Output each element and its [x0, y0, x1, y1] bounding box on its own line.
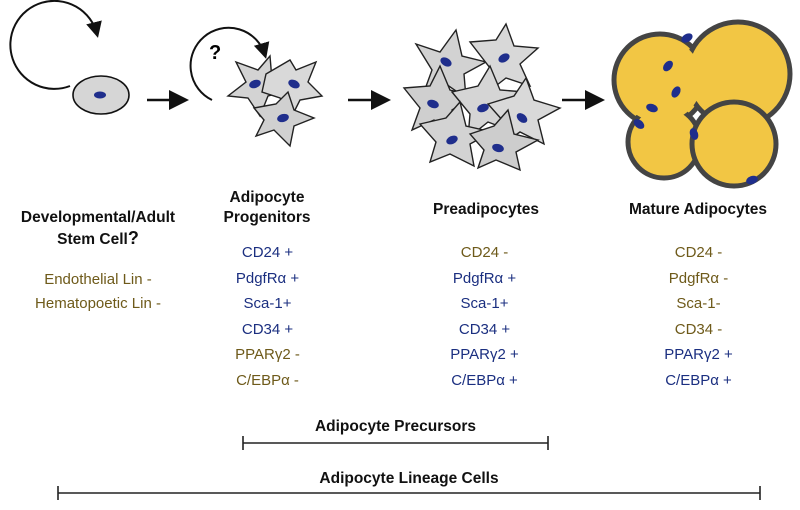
progenitor-cell [261, 59, 324, 118]
progenitor-question-mark: ? [209, 42, 222, 64]
progenitor-nucleus [277, 113, 289, 123]
marker-preadipocytes-3: CD34 + [458, 320, 511, 338]
marker-mature-1: PdgfRα - [668, 269, 729, 287]
stem-cell [72, 75, 130, 115]
precursors-bracket [242, 436, 549, 450]
marker-progenitors-2: Sca-1+ [243, 295, 292, 312]
marker-progenitors-0: CD24 + [241, 244, 294, 261]
marker-mature-0: CD24 - [674, 244, 723, 261]
preadipocyte-markers: CD24 - PdgfRα + Sca-1+ CD34 + PPARγ2 + C/EBPα… [422, 240, 547, 393]
marker-progenitors-1: PdgfRα + [235, 269, 300, 287]
marker-progenitors-5: C/EBPα - [236, 371, 299, 389]
marker-preadipocytes-0: CD24 - [460, 244, 509, 261]
lineage-bracket [57, 486, 761, 500]
mature-markers: CD24 - PdgfRα - Sca-1- CD34 - PPARγ2 + C/EBPα… [636, 240, 761, 393]
marker-progenitors-4: PPARγ2 - [235, 346, 300, 363]
marker-mature-3: CD34 - [674, 320, 723, 338]
progenitor-markers: CD24 + PdgfRα + Sca-1+ CD34 + PPARγ2 - C/EBPα… [210, 240, 325, 393]
mature-adipocyte-cluster [611, 19, 793, 189]
marker-progenitors-3: CD34 + [241, 320, 294, 338]
marker-preadipocytes-5: C/EBPα + [451, 371, 518, 389]
marker-preadipocytes-2: Sca-1+ [460, 295, 509, 312]
progenitor-nucleus [249, 79, 261, 89]
preadipocyte-cluster [402, 22, 562, 172]
mature-adipocyte-title: Mature Adipocytes [628, 201, 768, 218]
progenitor-cell [226, 54, 295, 118]
marker-mature-2: Sca-1- [676, 295, 721, 312]
lineage-label: Adipocyte Lineage Cells [319, 470, 499, 487]
marker-preadipocytes-4: PPARγ2 + [450, 346, 519, 363]
progenitor-nucleus [288, 79, 300, 89]
progenitor-cell-cluster [226, 54, 324, 148]
stem-cell-nucleus [94, 91, 106, 99]
stem-cell-title: Developmental/Adult Stem Cell? [20, 209, 176, 248]
preadipocyte-title: Preadipocytes [433, 201, 539, 218]
progenitor-title: Adipocyte Progenitors [223, 189, 311, 226]
precursors-label: Adipocyte Precursors [314, 418, 477, 435]
lineage-marker: Endothelial Lin - [44, 271, 152, 288]
marker-mature-5: C/EBPα + [665, 371, 732, 389]
stem-self-renewal-arrow [9, 0, 102, 90]
marker-mature-4: PPARγ2 + [664, 346, 733, 363]
marker-preadipocytes-1: PdgfRα + [452, 269, 517, 287]
progenitor-self-renewal-arrow [189, 26, 270, 101]
lineage-marker: Hematopoetic Lin - [35, 295, 161, 312]
question-mark: ? [127, 228, 139, 248]
